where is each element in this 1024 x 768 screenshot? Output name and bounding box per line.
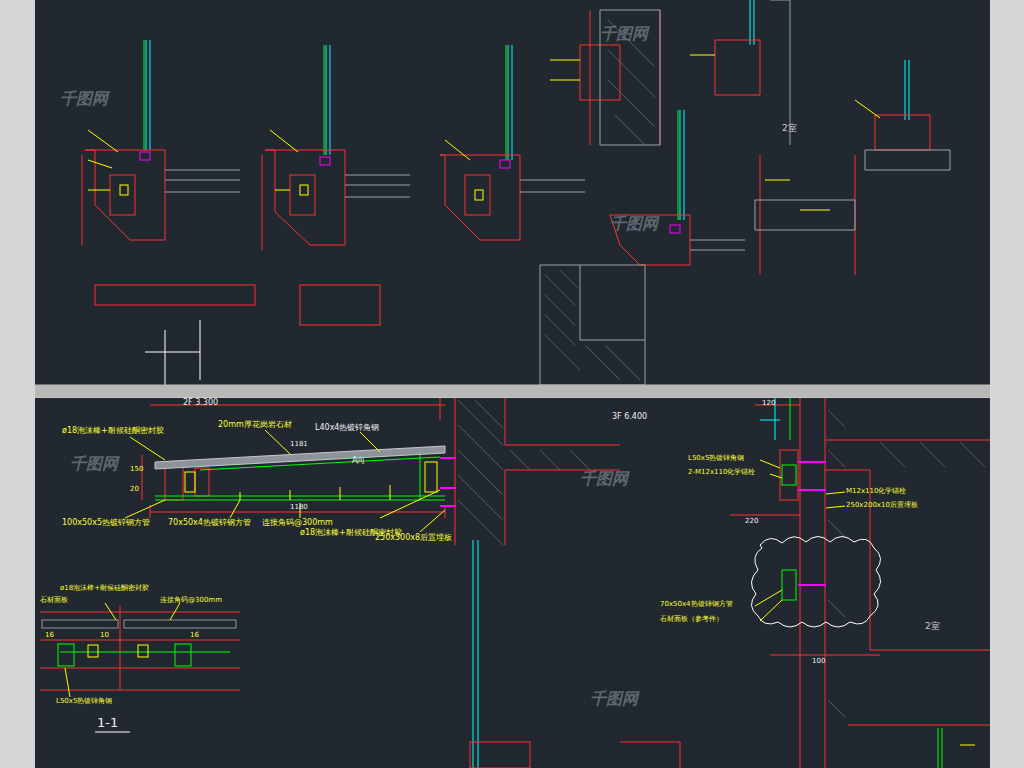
watermark: 千图网	[610, 215, 658, 233]
callout-label: ø18泡沫棒+耐候硅酮密封胶	[62, 427, 164, 436]
callout-label: 20	[130, 486, 139, 494]
callout-label: 2室	[925, 622, 940, 632]
callout-label: 石材面板（参考件）	[660, 616, 723, 624]
callout-label: 1181	[290, 441, 308, 449]
callout-label: 10	[100, 632, 109, 640]
callout-label: 150	[130, 466, 143, 474]
callout-label: 连接角码@300mm	[262, 519, 333, 528]
section-mark: 1-1	[97, 716, 118, 730]
callout-label: 2室	[782, 124, 797, 134]
watermark: 千图网	[580, 470, 628, 488]
callout-label: 3F 6.400	[612, 413, 647, 422]
callout-label: L50x5热镀锌角钢	[688, 455, 744, 463]
callout-label: 100x50x5热镀锌钢方管	[62, 519, 150, 528]
callout-label: 16	[190, 632, 199, 640]
watermark: 千图网	[70, 455, 118, 473]
watermark: 千图网	[590, 690, 638, 708]
callout-label: A向	[352, 457, 365, 466]
callout-label: M12x110化学锚栓	[846, 488, 906, 496]
callout-label: 石材面板	[40, 597, 68, 605]
callout-label: 20mm厚花岗岩石材	[218, 421, 292, 430]
watermark: 千图网	[600, 25, 648, 43]
watermark: 千图网	[60, 90, 108, 108]
callout-label: 100	[812, 658, 825, 666]
callout-label: 2F 3.300	[183, 399, 218, 408]
callout-label: 连接角码@300mm	[160, 597, 222, 605]
callout-label: 120	[762, 400, 775, 408]
callout-label: ø18泡沫棒+耐候硅酮密封胶	[60, 585, 149, 593]
callout-label: L50x5热镀锌角钢	[56, 698, 112, 706]
callout-label: 1180	[290, 504, 308, 512]
callout-label: 250x200x10后置埋板	[846, 502, 918, 510]
callout-label: 250x300x8后置埋板	[375, 534, 452, 543]
callout-label: 2-M12x110化学锚栓	[688, 469, 755, 477]
callout-label: 70x50x4热镀锌钢方管	[660, 601, 733, 609]
callout-label: L40x4热镀锌角钢	[315, 424, 379, 433]
callout-label: 220	[745, 518, 758, 526]
callout-label: 16	[45, 632, 54, 640]
callout-label: 70x50x4热镀锌钢方管	[168, 519, 251, 528]
